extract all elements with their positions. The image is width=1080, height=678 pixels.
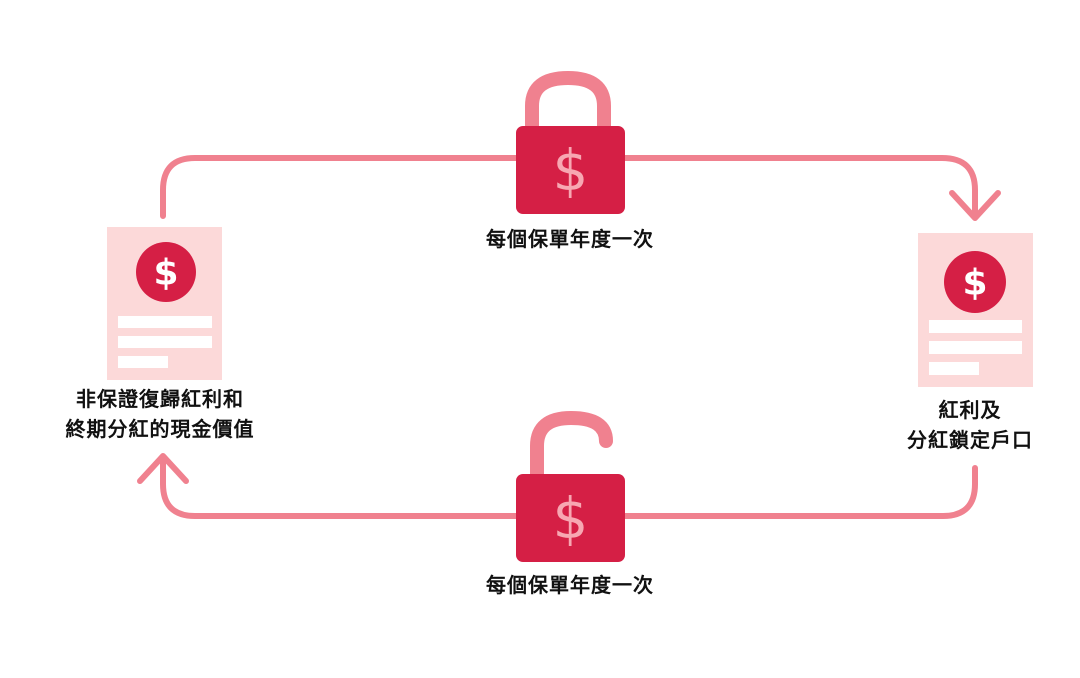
right-document-caption: 紅利及 分紅鎖定戶口	[860, 395, 1080, 455]
right-document-caption-line-2: 分紅鎖定戶口	[907, 428, 1033, 452]
left-dollar-document-icon: $	[107, 227, 222, 380]
closed-lock-dollar-glyph: $	[553, 139, 589, 204]
left-document-line-2	[118, 336, 212, 348]
right-document-caption-line-1: 紅利及	[938, 398, 1002, 422]
bottom-cycle-label: 每個保單年度一次	[486, 573, 654, 597]
right-document-line-2	[929, 341, 1022, 354]
closed-lock-body	[516, 126, 625, 214]
right-dollar-glyph: $	[962, 263, 987, 304]
right-document-line-3	[929, 362, 979, 375]
closed-lock-dollar-icon: $	[516, 70, 625, 214]
open-lock-dollar-icon: $	[516, 410, 625, 562]
closed-lock-shackle	[525, 70, 611, 135]
right-dollar-badge	[944, 251, 1006, 313]
open-lock-body	[516, 474, 625, 562]
left-dollar-glyph: $	[153, 253, 178, 294]
open-lock-dollar-glyph: $	[553, 487, 589, 552]
left-document-caption-line-1: 非保證復歸紅利和	[76, 387, 244, 411]
open-lock-shackle	[530, 410, 613, 483]
left-dollar-badge	[136, 242, 196, 302]
right-document-line-1	[929, 320, 1022, 333]
bottom-flow-arrowhead	[137, 453, 189, 484]
top-flow-arrowhead	[949, 190, 1001, 221]
right-dollar-document-icon: $	[918, 233, 1033, 387]
left-document-line-1	[118, 316, 212, 328]
left-document-line-3	[118, 356, 168, 368]
left-document-caption-line-2: 終期分紅的現金價值	[65, 417, 255, 441]
left-document-caption: 非保證復歸紅利和 終期分紅的現金價值	[30, 384, 290, 444]
top-cycle-label: 每個保單年度一次	[486, 227, 654, 251]
